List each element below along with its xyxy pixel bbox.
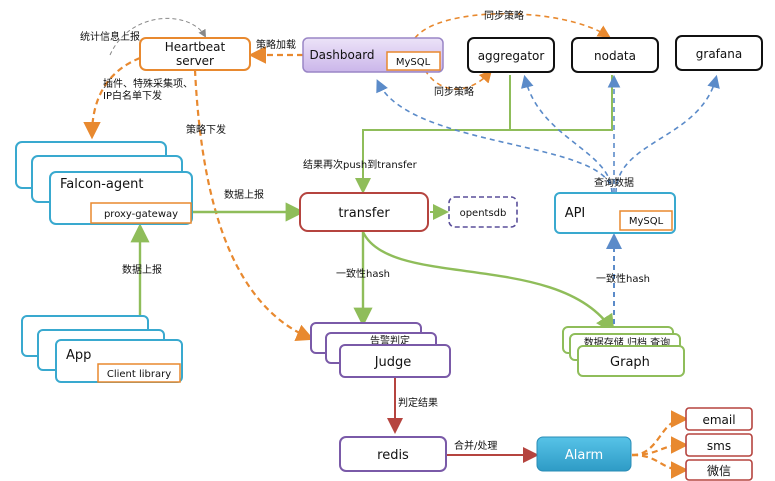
api-mysql: MySQL: [629, 216, 664, 227]
heartbeat-line2: server: [176, 54, 214, 68]
alarm-label: Alarm: [565, 448, 603, 463]
node-sms: sms: [685, 433, 753, 457]
label-push-transfer: 结果再次push到transfer: [303, 158, 418, 171]
label-hash-graph: 一致性hash: [596, 272, 650, 285]
agent-label: Falcon-agent: [60, 177, 143, 192]
edge-plugins: [83, 56, 141, 140]
transfer-label: transfer: [338, 206, 390, 221]
label-judge-result: 判定结果: [398, 396, 438, 409]
grafana-label: grafana: [696, 47, 742, 61]
edge-query-grafana: [615, 74, 720, 194]
node-dashboard: Dashboard MySQL: [302, 37, 444, 73]
nodata-label: nodata: [594, 49, 636, 63]
dashboard-label: Dashboard: [309, 48, 374, 62]
label-hash-judge: 一致性hash: [336, 267, 390, 280]
edge-policy-push: [193, 69, 315, 341]
label-merge: 合并/处理: [454, 439, 497, 452]
wechat-label: 微信: [707, 464, 731, 478]
label-stats-report: 统计信息上报: [80, 30, 140, 43]
edge-push-transfer-nodata: [510, 75, 613, 131]
edge-sync-aggregator: [424, 69, 493, 90]
client-library-label: Client library: [107, 369, 171, 380]
node-judge: 告警判定 Judge: [310, 322, 451, 378]
node-email: email: [685, 407, 753, 431]
edge-sync-nodata: [414, 13, 611, 39]
dashboard-mysql: MySQL: [396, 57, 431, 68]
label-data-report-agent: 数据上报: [224, 188, 264, 201]
edge-query-aggregator: [521, 74, 613, 194]
sms-label: sms: [707, 439, 731, 453]
app-label: App: [66, 348, 91, 363]
edge-labels: 统计信息上报 策略加载 同步策略 同步策略 插件、特殊采集项、 IP白名单下发 …: [80, 9, 650, 452]
api-label: API: [565, 206, 586, 221]
email-label: email: [702, 413, 735, 427]
judge-sub-label: 告警判定: [370, 334, 410, 347]
judge-label: Judge: [374, 355, 412, 370]
node-app: App Client library: [21, 315, 183, 383]
node-transfer: transfer: [299, 192, 429, 232]
label-plugins-line2: IP白名单下发: [103, 89, 162, 102]
node-api: API MySQL: [554, 192, 676, 234]
label-plugins-line1: 插件、特殊采集项、: [103, 77, 193, 90]
graph-label: Graph: [610, 355, 650, 370]
node-wechat: 微信: [685, 459, 753, 481]
node-graph: 数据存储 归档 查询 Graph: [562, 326, 685, 377]
redis-label: redis: [377, 448, 409, 463]
node-grafana: grafana: [675, 35, 763, 71]
label-policy-load: 策略加载: [256, 38, 296, 51]
edge-push-transfer: [355, 75, 511, 194]
node-redis: redis: [339, 436, 447, 472]
node-opentsdb: opentsdb: [448, 196, 518, 228]
node-aggregator: aggregator: [467, 37, 555, 73]
label-sync-policy-mid: 同步策略: [434, 85, 474, 98]
label-sync-policy-top: 同步策略: [484, 9, 524, 22]
edge-hash-graph: [361, 231, 615, 335]
label-policy-push: 策略下发: [186, 123, 226, 136]
opentsdb-label: opentsdb: [460, 208, 507, 219]
label-data-report-app: 数据上报: [122, 263, 162, 276]
node-alarm: Alarm: [536, 436, 632, 472]
node-falcon-agent: Falcon-agent proxy-gateway: [15, 141, 193, 225]
node-nodata: nodata: [571, 37, 659, 73]
edge-alarm-wechat: [631, 453, 689, 479]
connectors: [83, 13, 720, 479]
edge-query-dashboard: [376, 79, 613, 194]
edge-alarm-email: [631, 410, 689, 457]
proxy-gateway-label: proxy-gateway: [104, 209, 178, 220]
edge-stats-report: [109, 17, 207, 56]
aggregator-label: aggregator: [478, 49, 545, 63]
edge-alarm-sms: [631, 436, 689, 457]
heartbeat-line1: Heartbeat: [165, 40, 226, 54]
label-query-data: 查询数据: [594, 176, 634, 189]
node-heartbeat: Heartbeat server: [139, 37, 251, 71]
